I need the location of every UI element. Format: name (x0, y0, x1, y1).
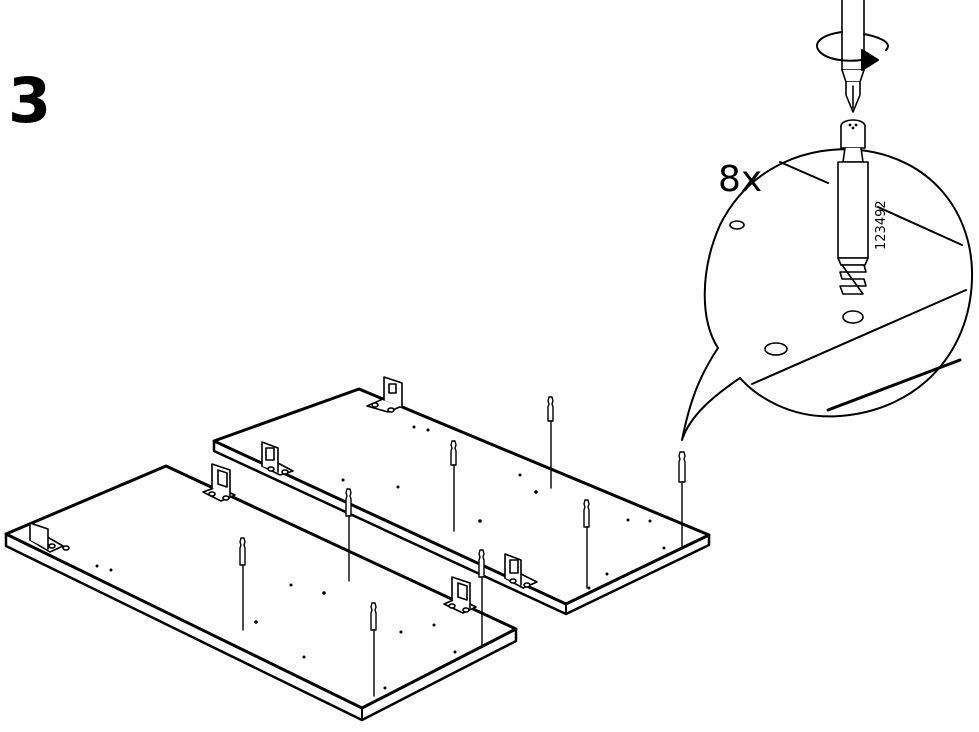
detail-callout (681, 148, 974, 441)
dowel-pin-icon (583, 499, 590, 589)
front-panel-holes (95, 564, 457, 690)
back-panel (212, 387, 711, 616)
front-panel (4, 464, 518, 722)
part-number-label: 123492 (874, 200, 889, 250)
bracket-front-top (202, 463, 236, 502)
dowel-pin-icon (547, 396, 554, 489)
bracket-front-left (29, 522, 70, 553)
dowel-pin-icon (239, 537, 246, 631)
step-number: 3 (8, 64, 52, 137)
dowel-pin-icon (345, 488, 352, 582)
dowel-pin-icon (678, 451, 686, 547)
bracket-back-left (261, 441, 294, 476)
dowel-pins (239, 396, 686, 697)
callout-holes (729, 220, 864, 356)
back-panel-holes (341, 425, 666, 590)
callout-panel-edges (751, 161, 967, 412)
dowel-pin-icon (478, 549, 485, 646)
bracket-back-top (366, 376, 403, 413)
dowel-pin-icon (450, 440, 457, 532)
dowel-pin-icon (837, 119, 869, 295)
dowel-pin-icon (370, 602, 377, 697)
rotation-arrow-icon (815, 31, 889, 71)
screwdriver-icon (841, 0, 865, 113)
bracket-back-front (504, 553, 538, 589)
bracket-front-right (443, 576, 477, 614)
quantity-label: 8x (718, 159, 763, 200)
